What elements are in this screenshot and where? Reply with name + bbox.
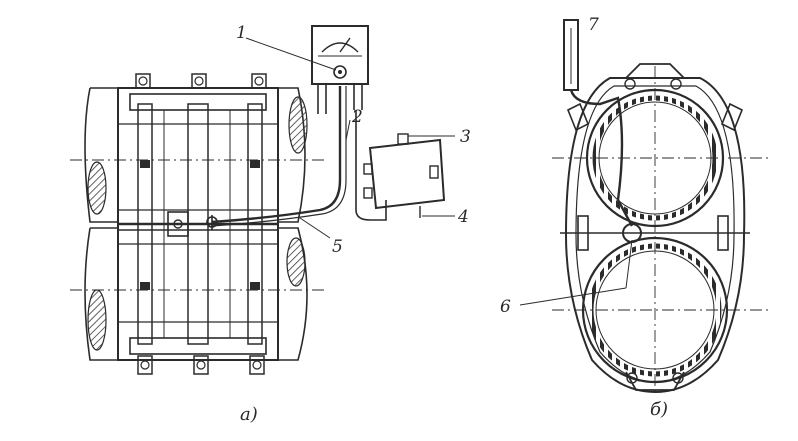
leader-2 [345, 119, 351, 141]
callout-7: 7 [588, 15, 599, 35]
view-a [70, 25, 455, 375]
pipe-section-hatch [286, 237, 306, 287]
cable-7 [569, 89, 634, 227]
bottom-clamp-nuts [137, 355, 265, 375]
sensor-body [167, 211, 189, 237]
gauge-instrument [311, 25, 369, 114]
leader-5 [299, 217, 331, 239]
leader-6 [519, 287, 627, 306]
clamp-frame [70, 73, 326, 375]
cable-main [211, 86, 342, 224]
callout-3: 3 [460, 127, 471, 147]
pipe-section-hatch [87, 289, 107, 351]
callout-5: 5 [332, 237, 343, 257]
pipe-section-hatch [288, 96, 308, 154]
lower-pipe [84, 227, 308, 361]
junction-box [363, 133, 455, 218]
caption-a: а) [240, 404, 258, 425]
callout-2: 2 [351, 107, 363, 127]
leader-1 [245, 37, 337, 71]
pipe-section-hatch [87, 161, 107, 215]
callout-6: 6 [500, 297, 511, 317]
cable-to-box [355, 110, 387, 221]
callout-1: 1 [236, 23, 247, 43]
upper-pipe [84, 87, 308, 223]
top-clamp-nuts [135, 73, 267, 89]
view-b [519, 19, 770, 396]
caption-b: б) [650, 399, 668, 420]
callout-4: 4 [457, 207, 469, 227]
